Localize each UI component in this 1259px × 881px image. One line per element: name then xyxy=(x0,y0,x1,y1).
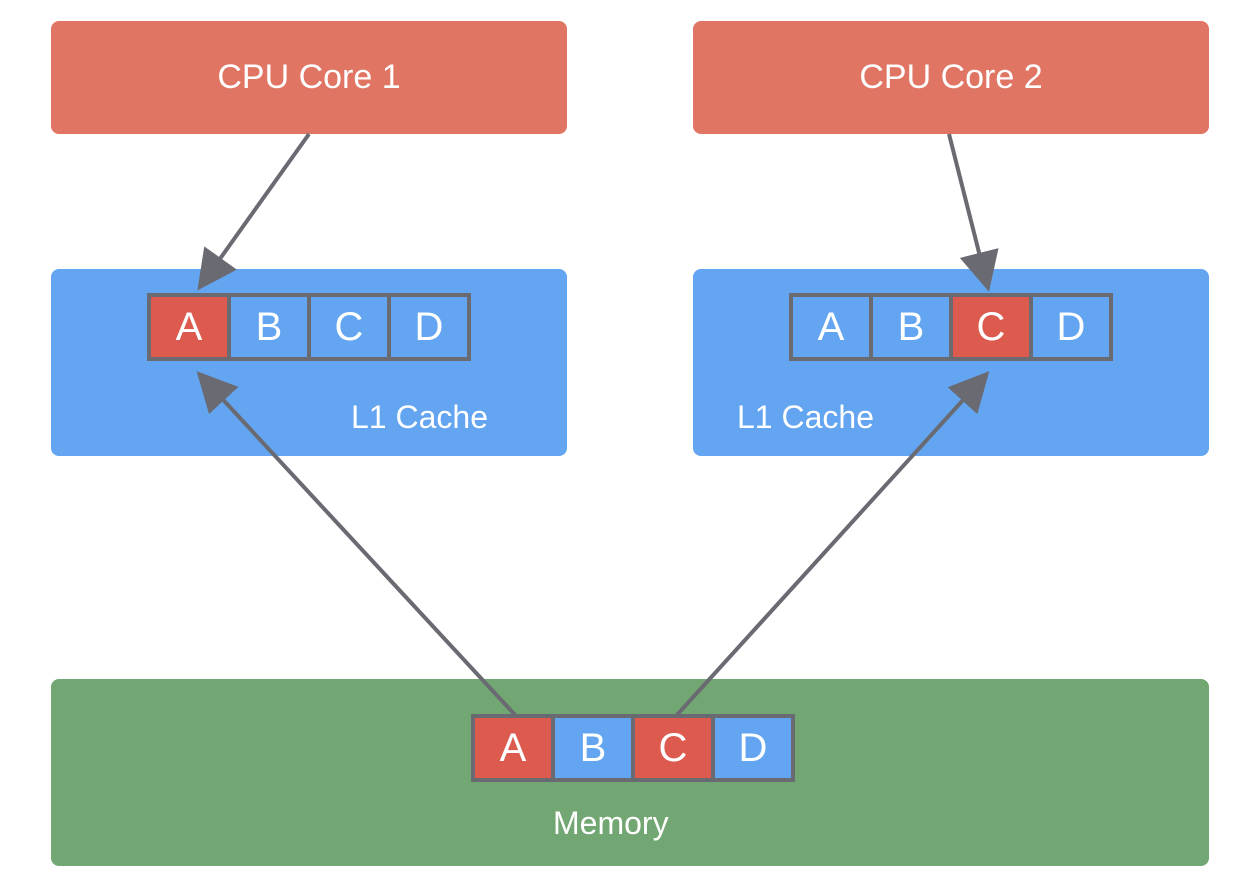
cache-2-cell-b: B xyxy=(873,297,949,357)
cache-2-cell-d: D xyxy=(1033,297,1109,357)
memory-cell-d: D xyxy=(715,718,791,778)
cache-2-cell-a: A xyxy=(793,297,869,357)
memory-box: A B C D Memory xyxy=(51,679,1209,866)
cache-1-line: A B C D xyxy=(147,293,471,361)
memory-cell-b: B xyxy=(555,718,631,778)
arrow-core1-to-cache1 xyxy=(197,132,311,291)
cache-1-cell-a: A xyxy=(151,297,227,357)
l1-cache-2-label: L1 Cache xyxy=(737,399,874,435)
memory-cell-c: C xyxy=(635,718,711,778)
cache-2-cell-c: C xyxy=(953,297,1029,357)
cache-1-cell-c: C xyxy=(311,297,387,357)
cpu-core-2-box: CPU Core 2 xyxy=(693,21,1209,134)
arrow-core2-to-cache2 xyxy=(947,133,999,292)
cpu-core-1-label: CPU Core 1 xyxy=(217,58,401,96)
l1-cache-1-label: L1 Cache xyxy=(351,399,488,435)
cache-2-line: A B C D xyxy=(789,293,1113,361)
memory-cell-a: A xyxy=(475,718,551,778)
l1-cache-1-box: A B C D L1 Cache xyxy=(51,269,567,456)
memory-label: Memory xyxy=(553,805,669,841)
cache-1-cell-b: B xyxy=(231,297,307,357)
cpu-core-2-label: CPU Core 2 xyxy=(859,58,1043,96)
memory-line: A B C D xyxy=(471,714,795,782)
l1-cache-2-box: A B C D L1 Cache xyxy=(693,269,1209,456)
cpu-core-1-box: CPU Core 1 xyxy=(51,21,567,134)
cache-1-cell-d: D xyxy=(391,297,467,357)
